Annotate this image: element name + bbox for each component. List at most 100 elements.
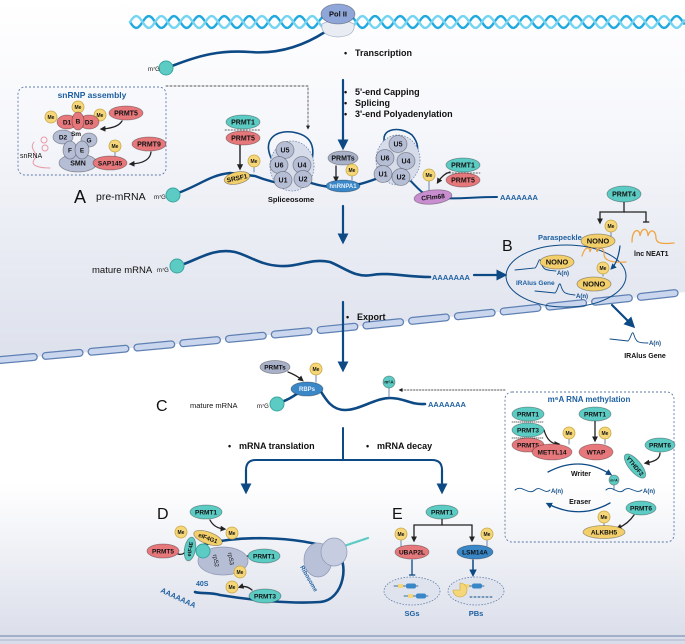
methyl-group-icon-label: Me xyxy=(398,532,405,538)
sm-protein-e: E xyxy=(74,140,90,160)
prmt5-enzyme-label: PRMT5 xyxy=(114,111,138,118)
prmts-enzyme-label: PRMTs xyxy=(264,364,286,371)
m7g-cap-icon xyxy=(165,187,181,203)
prmt1-enzyme-shape xyxy=(225,114,261,130)
writer-arrow xyxy=(547,463,613,476)
nascent-transcript xyxy=(170,30,327,68)
nono-protein-shape xyxy=(539,254,575,270)
methyl-group-icon-label: Me xyxy=(229,531,236,537)
prmt1-enzyme-shape xyxy=(425,504,459,520)
snrnp-u5-shape xyxy=(275,141,295,159)
panel-label-b: B xyxy=(502,238,513,255)
export-iralus-arrow xyxy=(610,303,636,329)
methyl-group-icon-shape xyxy=(44,110,58,124)
methyl-group-icon-label: Me xyxy=(349,168,356,174)
prmt1-enzyme: PRMT1 xyxy=(225,114,261,130)
mettl14-protein: METTL14 xyxy=(531,443,573,461)
methyl-group-icon-shape xyxy=(422,168,436,182)
ythdf2-protein-shape xyxy=(623,453,647,479)
methyl-group-icon-label: Me xyxy=(48,115,55,121)
prmt6-enzyme-label: PRMT6 xyxy=(649,442,671,449)
methyl-group-icon: Me xyxy=(108,139,122,153)
prmt5-enzyme-shape xyxy=(108,105,144,121)
nono-protein-label: NONO xyxy=(546,258,569,267)
snrnp-to-spliceosome-connector xyxy=(165,85,311,130)
m6a-methylation-box xyxy=(504,391,675,543)
polyA-label: A(n) xyxy=(557,271,569,277)
sm-protein-d2: D2 xyxy=(52,129,74,145)
prmt9-arrow xyxy=(128,151,152,167)
prmt3-enzyme-shape xyxy=(511,422,545,438)
nuclear-envelope xyxy=(0,289,685,363)
eif4e-protein-label: eIF4E xyxy=(187,541,196,557)
snrnp-u1-shape xyxy=(273,171,293,189)
sap145-protein-label: SAP145 xyxy=(98,160,123,167)
snrnp-title: snRNP assembly xyxy=(58,90,127,100)
text-layer: m⁷G•Transcription•5'-end Capping•Splicin… xyxy=(20,48,669,618)
methyl-group-icon-shape xyxy=(174,525,188,539)
prmt5-enzyme-label: PRMT5 xyxy=(231,136,255,143)
nono-protein-shape xyxy=(576,276,612,292)
prmt1-enzyme-label: PRMT1 xyxy=(231,120,255,127)
sm-protein-b-label: B xyxy=(76,118,81,125)
pre-mrna-label: pre-mRNA xyxy=(96,191,146,203)
rps3-label: rpS3 xyxy=(226,552,234,566)
spliceosome-loop-1 xyxy=(267,131,314,161)
ubap2l-protein: UBAP2L xyxy=(394,544,430,560)
sm-protein-b: B xyxy=(71,111,85,131)
methyl-group-icon: Me xyxy=(233,565,247,579)
nono-protein-label: NONO xyxy=(587,237,610,246)
prmt1-enzyme-label: PRMT1 xyxy=(517,411,539,418)
sm-protein-d2-shape xyxy=(52,129,74,145)
methyl-group-icon-shape xyxy=(247,154,261,168)
sm-protein-g-label: G xyxy=(86,137,91,144)
polya-tail: AAAAAAA xyxy=(500,193,538,202)
sm-protein-b-shape xyxy=(71,111,85,131)
snrnp-u5-shape xyxy=(388,135,408,153)
eif4e-protein: eIF4E xyxy=(183,536,197,562)
sm-protein-e-label: E xyxy=(80,147,85,154)
rbps-protein-shape xyxy=(290,381,324,397)
prmt1-enzyme-shape xyxy=(445,157,481,173)
prmt1-enzyme-shape xyxy=(189,504,223,520)
methyl-group-icon: Me xyxy=(225,526,239,540)
eif4g1-protein-shape xyxy=(193,529,223,547)
prmt4-nono-arrow xyxy=(597,201,625,225)
snrnp-u2-shape xyxy=(293,170,313,188)
prmt4-enzyme-shape xyxy=(606,185,642,203)
prmt1-enzyme: PRMT1 xyxy=(425,504,459,520)
snrnp-u2: U2 xyxy=(391,168,411,186)
sap145-protein-shape xyxy=(92,155,128,171)
smn-protein-label: SMN xyxy=(70,161,86,168)
prmt1-enzyme: PRMT1 xyxy=(189,504,223,520)
prmt9-enzyme: PRMT9 xyxy=(131,136,167,152)
snrnp-u6-label: U6 xyxy=(381,156,390,163)
methyl-group-icon-shape xyxy=(233,565,247,579)
nono-protein-label: NONO xyxy=(583,280,606,289)
panel-label-a: A xyxy=(74,187,86,207)
prmt3-enzyme: PRMT3 xyxy=(511,422,545,438)
snrnp-u5: U5 xyxy=(275,141,295,159)
methyl-group-icon: Me xyxy=(604,219,618,233)
sm-ring-label: Sm xyxy=(71,131,81,138)
snrnp-u1-shape xyxy=(373,165,393,183)
mrnp-protein-icon xyxy=(408,594,413,598)
methyl-group-icon-shape xyxy=(596,261,610,275)
prmt1-enzyme-shape xyxy=(511,406,545,422)
mrnp-protein-icon xyxy=(406,583,416,589)
sm-protein-d1-label: D1 xyxy=(63,119,72,126)
step-bullet: • xyxy=(344,98,347,108)
prmt1-enzyme-label: PRMT1 xyxy=(584,411,606,418)
sm-protein-f-label: F xyxy=(68,147,72,154)
prmt6-enzyme-shape xyxy=(644,437,676,453)
prmts-enzyme: PRMTs xyxy=(327,150,359,166)
lnc-neat1-strand xyxy=(631,228,675,245)
spliceosome-label: Spliceosome xyxy=(268,195,314,204)
40s-label: 40S xyxy=(196,581,209,588)
prmts-rbps-arrow xyxy=(287,371,304,382)
methyl-group-icon: Me xyxy=(309,362,323,376)
m6a-box-title: m⁶A RNA methylation xyxy=(548,395,631,404)
cfim68-protein-shape xyxy=(413,189,453,205)
